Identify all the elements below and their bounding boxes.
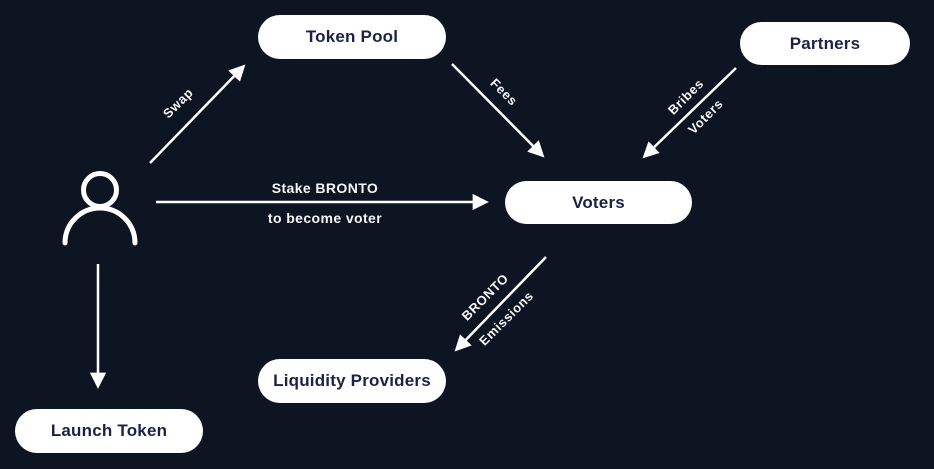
node-liquidity-providers: Liquidity Providers [258,359,446,403]
edge-label-stake: Stake BRONTO to become voter [267,180,383,226]
node-partners-label: Partners [789,33,861,53]
node-launch-token: Launch Token [15,409,203,453]
edge-bribes-voters-arrow [642,67,737,159]
edge-swap-arrow [149,64,246,164]
edge-bronto-emissions-arrow [454,256,547,352]
node-liquidity-providers-label: Liquidity Providers [273,371,431,390]
edge-fees-arrow [451,63,545,158]
node-token-pool: Token Pool [258,15,446,59]
node-launch-token-label: Launch Token [50,421,168,440]
node-partners: Partners [740,22,910,65]
node-voters: Voters [505,181,692,224]
node-token-pool-label: Token Pool [305,27,399,46]
user-icon [60,166,140,246]
node-voters-label: Voters [572,192,625,212]
